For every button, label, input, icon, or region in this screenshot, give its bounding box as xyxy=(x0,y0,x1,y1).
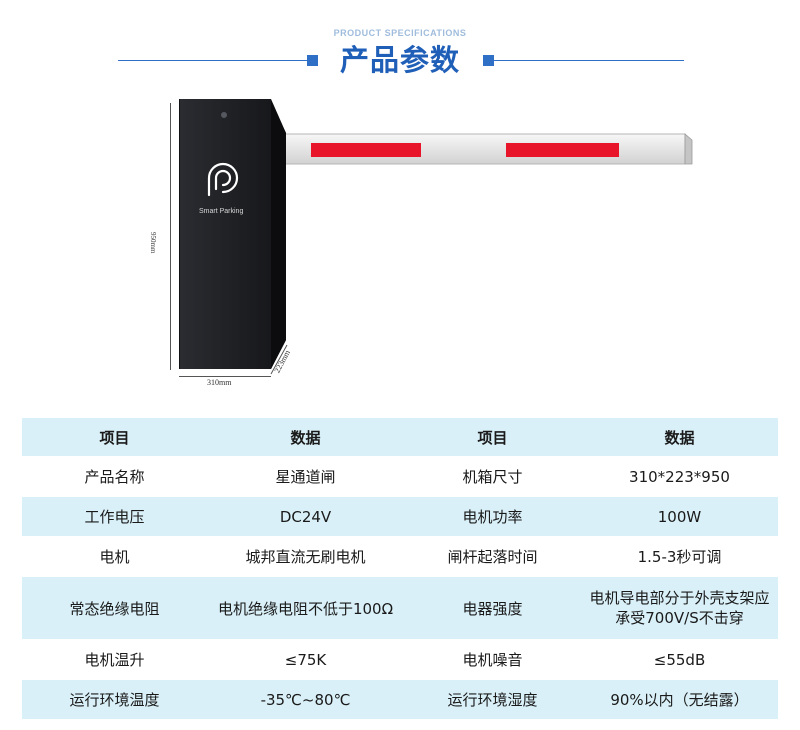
spec-value: 90%以内（无结露） xyxy=(581,679,778,719)
spec-table: 项目 数据 项目 数据 产品名称 星通道闸 机箱尺寸 310*223*950 工… xyxy=(22,417,778,719)
spec-value: 310*223*950 xyxy=(581,456,778,497)
table-row: 运行环境温度 -35℃~80℃ 运行环境湿度 90%以内（无结露） xyxy=(22,679,778,719)
parking-logo-icon xyxy=(207,162,239,197)
spec-label: 工作电压 xyxy=(22,496,207,537)
spec-value: 电机绝缘电阻不低于100Ω xyxy=(207,576,404,640)
spec-value: 城邦直流无刷电机 xyxy=(207,536,404,577)
spec-value: 100W xyxy=(581,496,778,537)
height-dimension-label: 950mm xyxy=(149,232,157,254)
table-row: 电机温升 ≤75K 电机噪音 ≤55dB xyxy=(22,639,778,680)
spec-label: 运行环境湿度 xyxy=(404,679,581,719)
spec-label: 电器强度 xyxy=(404,576,581,640)
table-header-cell: 数据 xyxy=(207,417,404,457)
header-divider-left xyxy=(118,60,308,61)
spec-value: DC24V xyxy=(207,496,404,537)
width-dimension-label: 310mm xyxy=(207,378,232,387)
gate-cabinet: Smart Parking xyxy=(179,99,286,369)
spec-value: 1.5-3秒可调 xyxy=(581,536,778,577)
section-subtitle-en: PRODUCT SPECIFICATIONS xyxy=(333,28,467,38)
section-header: PRODUCT SPECIFICATIONS 产品参数 xyxy=(0,0,800,96)
spec-value: 电机导电部分于外壳支架应承受700V/S不击穿 xyxy=(581,576,778,640)
table-header-row: 项目 数据 项目 数据 xyxy=(22,417,778,457)
spec-label: 常态绝缘电阻 xyxy=(22,576,207,640)
key-lock xyxy=(221,112,227,118)
spec-value: ≤75K xyxy=(207,639,404,680)
spec-label: 电机 xyxy=(22,536,207,577)
table-row: 工作电压 DC24V 电机功率 100W xyxy=(22,496,778,537)
section-title: 产品参数 xyxy=(339,43,460,77)
spec-value: -35℃~80℃ xyxy=(207,679,404,719)
barrier-gate-illustration: Smart Parking xyxy=(179,99,693,375)
spec-label: 电机噪音 xyxy=(404,639,581,680)
cabinet-logo-text: Smart Parking xyxy=(199,208,243,215)
table-row: 常态绝缘电阻 电机绝缘电阻不低于100Ω 电器强度 电机导电部分于外壳支架应承受… xyxy=(22,576,778,640)
spec-label: 闸杆起落时间 xyxy=(404,536,581,577)
depth-dimension-line xyxy=(270,344,288,375)
spec-label: 电机温升 xyxy=(22,639,207,680)
arm-stripe xyxy=(506,143,619,157)
spec-label: 运行环境温度 xyxy=(22,679,207,719)
spec-value: ≤55dB xyxy=(581,639,778,680)
width-dimension-line xyxy=(179,376,271,377)
table-header-cell: 项目 xyxy=(404,417,581,457)
table-header-cell: 项目 xyxy=(22,417,207,457)
spec-label: 电机功率 xyxy=(404,496,581,537)
spec-label: 产品名称 xyxy=(22,456,207,497)
header-divider-right xyxy=(494,60,684,61)
arm-stripe xyxy=(311,143,421,157)
header-square-right xyxy=(483,55,494,66)
barrier-arm xyxy=(280,133,693,165)
table-row: 电机 城邦直流无刷电机 闸杆起落时间 1.5-3秒可调 xyxy=(22,536,778,577)
spec-label: 机箱尺寸 xyxy=(404,456,581,497)
table-row: 产品名称 星通道闸 机箱尺寸 310*223*950 xyxy=(22,456,778,497)
header-square-left xyxy=(307,55,318,66)
table-header-cell: 数据 xyxy=(581,417,778,457)
height-dimension-line xyxy=(170,103,171,370)
spec-value: 星通道闸 xyxy=(207,456,404,497)
